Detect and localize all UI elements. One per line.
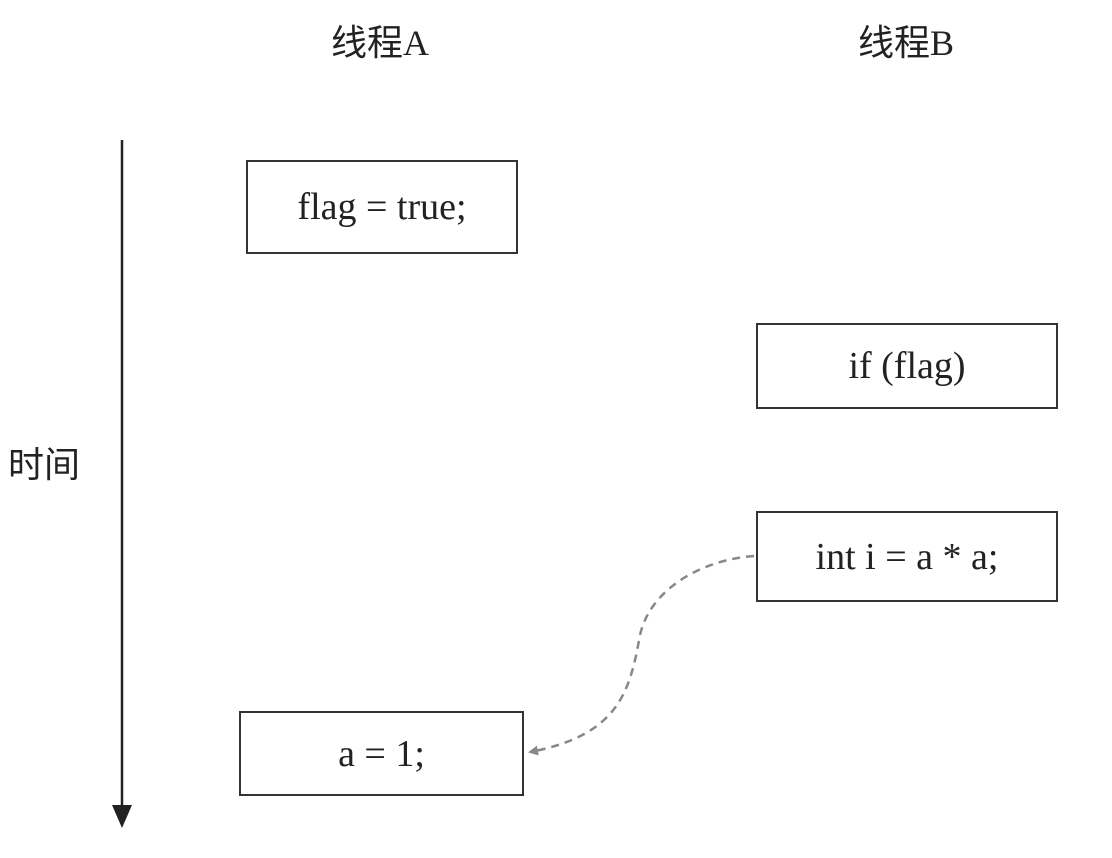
- reordering-dependency-arrow: [528, 554, 755, 756]
- thread-b-statement-if-flag: if (flag): [756, 323, 1058, 409]
- thread-b-header: 线程B: [857, 23, 954, 63]
- thread-b-statement-int-i: int i = a * a;: [756, 511, 1058, 602]
- thread-a-statement-flag-true: flag = true;: [246, 160, 518, 254]
- statement-code: if (flag): [848, 345, 966, 387]
- time-axis-label: 时间: [7, 445, 80, 485]
- time-axis-arrowhead: [112, 805, 132, 828]
- thread-a-header: 线程A: [331, 23, 429, 63]
- thread-a-statement-a-assign: a = 1;: [239, 711, 524, 796]
- statement-code: a = 1;: [338, 732, 425, 775]
- statement-code: int i = a * a;: [815, 535, 999, 578]
- statement-code: flag = true;: [297, 186, 467, 228]
